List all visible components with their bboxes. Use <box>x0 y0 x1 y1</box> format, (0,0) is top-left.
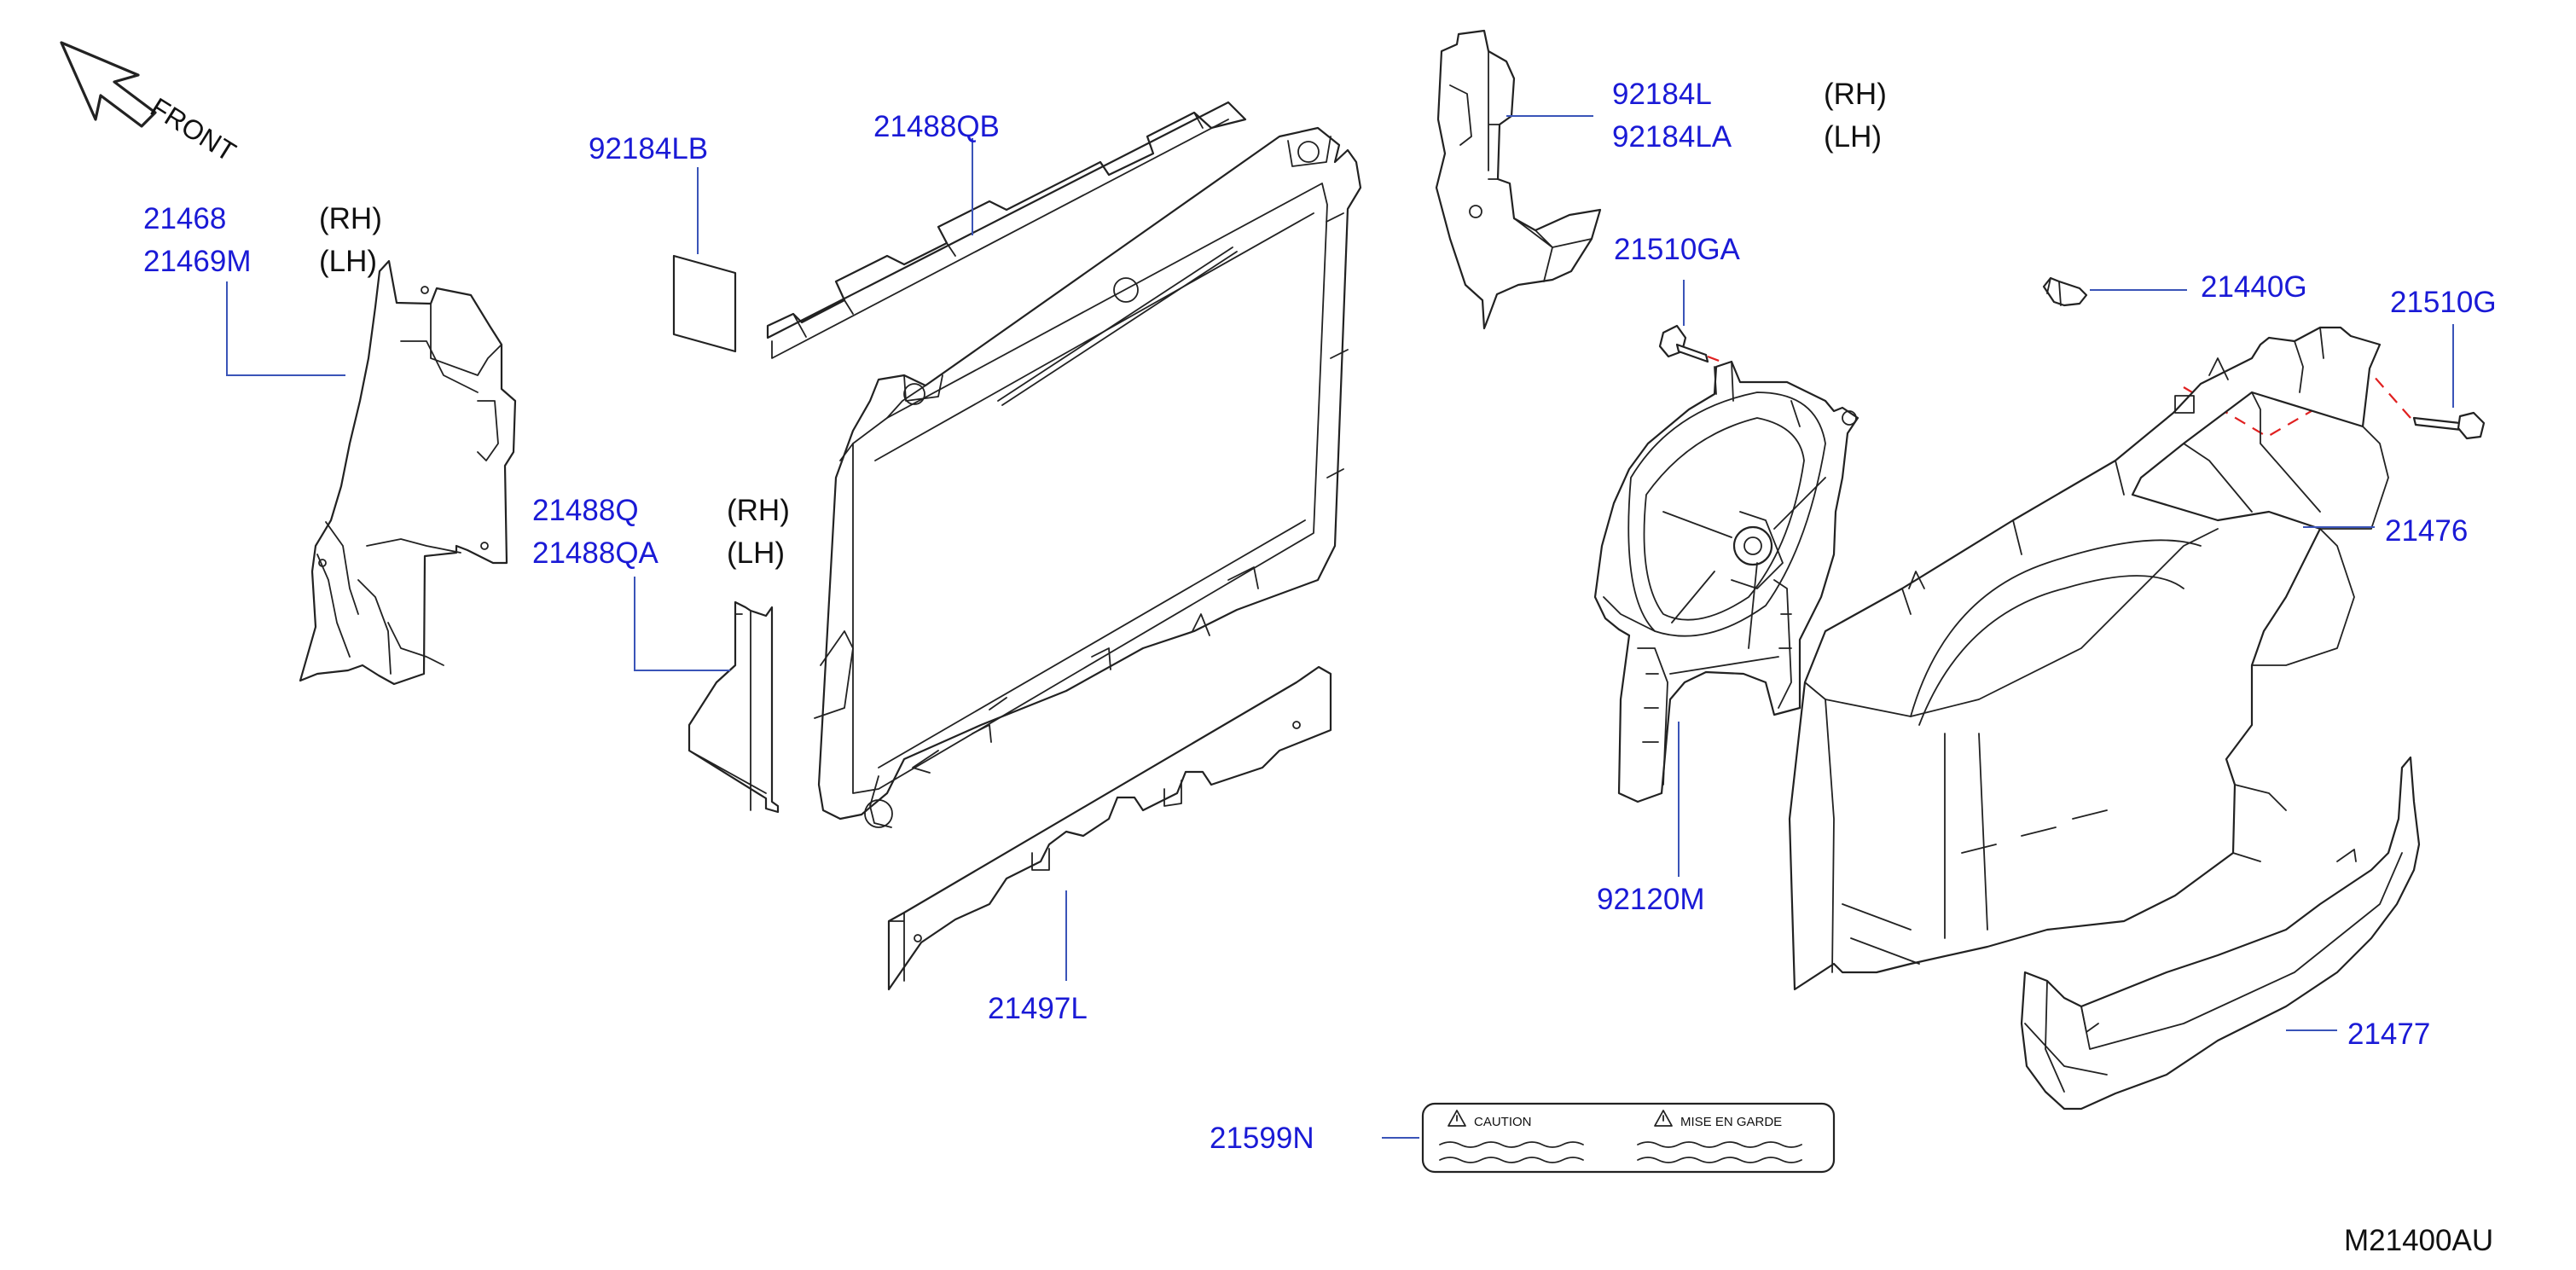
side-label-21468: (RH) <box>319 202 382 235</box>
part-number-21440g: 21440G <box>2201 270 2307 304</box>
caution-heading: CAUTION <box>1474 1115 1532 1129</box>
fan-motor-part <box>1593 360 1859 803</box>
radiator-part <box>814 126 1362 828</box>
bolt-21510g-icon <box>2412 411 2486 440</box>
side-label-92184l: (RH) <box>1824 78 1887 111</box>
front-label: FRONT <box>145 91 241 167</box>
part-number-92184lb: 92184LB <box>589 132 708 165</box>
part-number-21488q: 21488Q <box>532 494 639 527</box>
caution-label-part <box>1421 1102 1836 1174</box>
air-guide-part <box>1435 29 1602 330</box>
part-number-21476: 21476 <box>2385 514 2468 548</box>
side-label-21488q: (RH) <box>727 494 790 527</box>
side-label-21469m: (LH) <box>319 245 377 278</box>
part-number-21488qb: 21488QB <box>873 110 1000 143</box>
side-air-guide-part <box>299 259 517 686</box>
side-label-21488qa: (LH) <box>727 536 785 570</box>
side-label-92184la: (LH) <box>1824 120 1882 154</box>
lower-shroud-part <box>2020 756 2421 1111</box>
leader-21488q <box>634 577 730 671</box>
bolt-21510ga-icon <box>1658 324 1722 363</box>
diagram-code: M21400AU <box>2344 1224 2493 1257</box>
side-seal-part <box>688 600 780 814</box>
part-number-92184l: 92184L <box>1612 78 1712 111</box>
part-number-21488qa: 21488QA <box>532 536 659 570</box>
clip-21440g-icon <box>2042 276 2088 307</box>
fan-shroud-part <box>1788 326 2389 991</box>
mise-en-garde-heading: MISE EN GARDE <box>1680 1115 1782 1129</box>
part-number-21510g: 21510G <box>2390 286 2497 319</box>
leader-21468 <box>226 281 345 376</box>
part-number-21599n: 21599N <box>1210 1122 1314 1155</box>
part-number-21510ga: 21510GA <box>1614 233 1741 266</box>
part-number-21477: 21477 <box>2347 1018 2430 1051</box>
upper-seal-part <box>766 101 1247 359</box>
front-arrow-icon <box>60 41 157 128</box>
part-number-21497l: 21497L <box>988 992 1088 1025</box>
lower-seal-part <box>887 665 1332 991</box>
part-number-21469m: 21469M <box>143 245 251 278</box>
part-number-92184la: 92184LA <box>1612 120 1732 154</box>
seal-pad-part <box>672 254 737 353</box>
part-number-21468: 21468 <box>143 202 226 235</box>
part-number-92120m: 92120M <box>1597 883 1704 916</box>
